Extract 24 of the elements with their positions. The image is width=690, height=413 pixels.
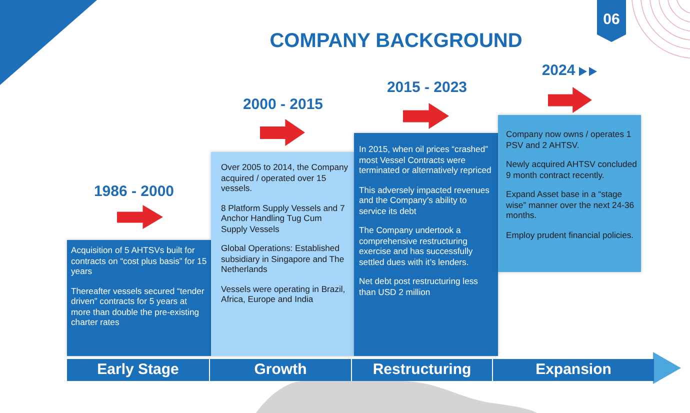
description-text: Global Operations: Established subsidiary in Singapore and The Netherlands <box>221 243 346 274</box>
year-label: 1986 - 2000 <box>94 183 174 201</box>
description-text: Net debt post restructuring less than USD 2 million <box>359 276 479 297</box>
timeline-segment: Expansion <box>493 359 654 381</box>
description-text: Over 2005 to 2014, the Company acquired / operated over 15 vessels. <box>221 162 350 194</box>
description-text: Expand Asset base in a “stage wise” manner over the next 24-36 months. <box>506 189 636 220</box>
timeline-segment: Early Stage <box>67 359 209 381</box>
description-text: This adversely impacted revenues and the Company’s ability to service its debt <box>359 184 490 216</box>
page-number-tab: 06 <box>597 0 626 42</box>
description-text: In 2015, when oil prices “crashed” most Vessel Contracts were terminated or alternatively repriced <box>359 144 492 176</box>
description-text: Thereafter vessels secured “tender driven” contracts for 5 years at more than double the pre-existing charter rates <box>71 286 206 328</box>
description-text: 8 Platform Supply Vessels and 7 Anchor Handling Tug Cum Supply Vessels <box>221 202 346 234</box>
timeline-segment: Growth <box>210 359 351 381</box>
description-text: Company now owns / operates 1 PSV and 2 AHTSV. <box>506 129 632 150</box>
description-text: Acquisition of 5 AHTSVs built for contracts on “cost plus basis” for 15 years <box>71 245 207 276</box>
description-text: Employ prudent financial policies. <box>506 230 635 240</box>
description-text: Newly acquired AHTSV concluded 9 month contract recently. <box>506 159 637 180</box>
timeline-segment: Restructuring <box>352 359 492 381</box>
year-label: 2024 <box>542 62 576 80</box>
page-title: COMPANY BACKGROUND <box>270 29 522 53</box>
description-text: The Company undertook a comprehensive restructuring exercise and has successfully settled dues with it’s lenders. <box>359 225 474 267</box>
year-label: 2015 - 2023 <box>386 79 468 97</box>
year-label: 2000 - 2015 <box>242 96 324 114</box>
description-text: Vessels were operating in Brazil, Africa, Europe and India <box>221 284 346 304</box>
